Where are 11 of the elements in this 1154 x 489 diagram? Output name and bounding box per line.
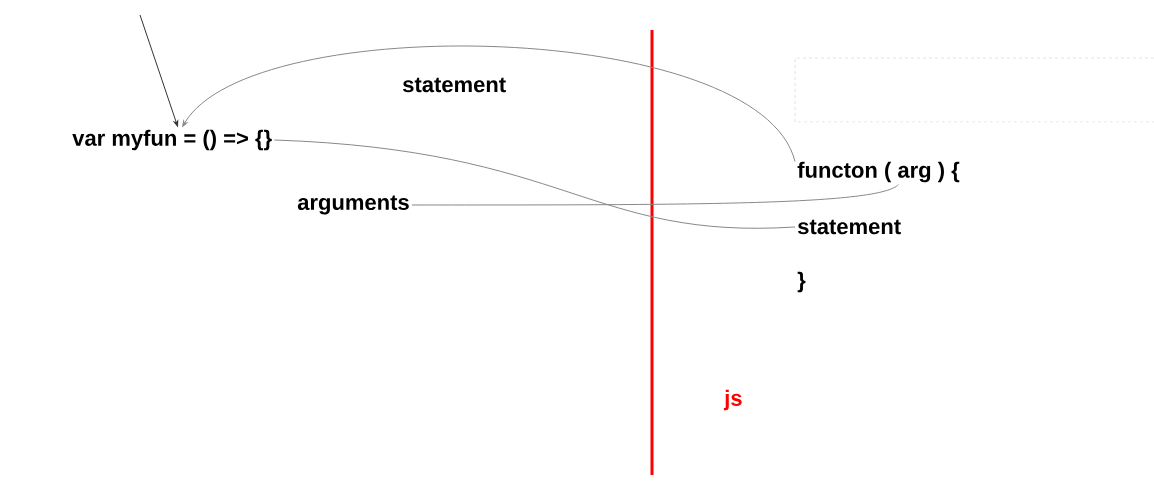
code-text: arguments [297, 195, 409, 215]
code-text: } [797, 271, 806, 293]
connector-line [411, 184, 899, 206]
arrow [139, 14, 179, 127]
code-text: statement [403, 77, 506, 93]
divider-label: js [723, 389, 742, 411]
code-text: statement [797, 219, 901, 235]
arrow [182, 45, 796, 162]
connector-line [273, 139, 796, 229]
code-text: var myfun = () => {} [72, 129, 272, 151]
code-text: functon ( arg ) { [797, 161, 960, 183]
